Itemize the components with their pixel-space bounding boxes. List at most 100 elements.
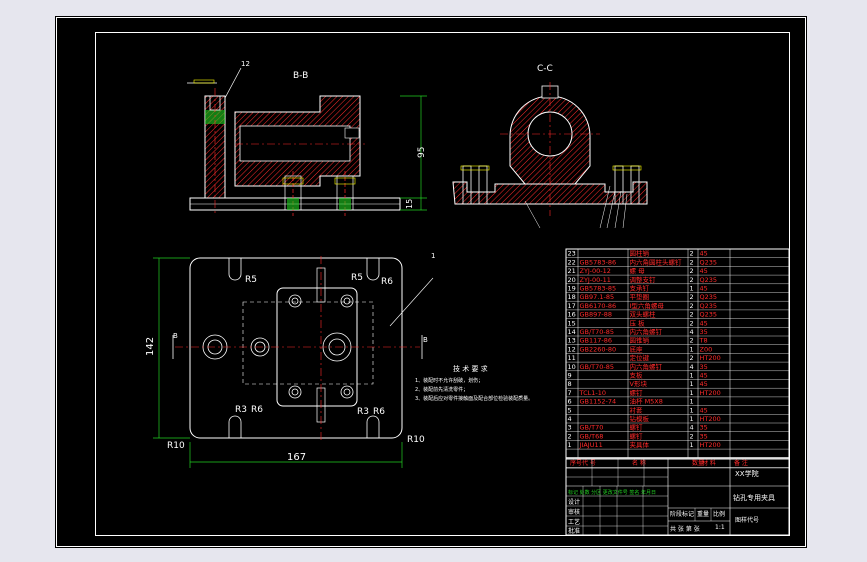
tb-drawing-title: 钻孔专用夹具 [733,493,775,502]
parts-cell-mat: 45 [700,372,708,380]
parts-header-qty: 数量 [692,459,704,467]
parts-cell-qty: 1 [690,398,694,406]
parts-cell-name: 钻模板 [630,414,650,423]
parts-cell-code: GB1152-74 [580,398,617,406]
tech-req-line-2: 2、装配前先清洗零件； [415,386,468,393]
r6-br: R6 [373,407,385,417]
parts-cell-name: V形块 [630,379,648,388]
section-c-label: C-C [537,64,553,74]
parts-cell-code: GB5783-85 [580,285,617,293]
parts-cell-qty: 1 [690,389,694,397]
parts-cell-code: GB6170-86 [580,302,617,310]
parts-cell-no: 1 [568,441,572,449]
section-b-view: B-B 12 [187,60,427,216]
parts-cell-no: 10 [568,363,576,371]
parts-cell-no: 2 [568,432,572,440]
parts-cell-mat: 45 [700,380,708,388]
tech-req-line-3: 3、装配后应对零件接触面及配合部位检验装配质量。 [415,395,533,402]
parts-cell-name: 夹具体 [630,440,650,449]
parts-cell-qty: 2 [690,354,694,362]
parts-cell-name: 油杯 M5X8 [630,397,663,406]
tb-approve: 批准 [568,527,580,535]
parts-cell-no: 17 [568,302,576,310]
parts-cell-code: GB97.1-85 [580,293,615,301]
parts-cell-no: 12 [568,345,576,353]
tb-drawing-no: 图样代号 [735,516,759,524]
parts-cell-mat: 45 [700,267,708,275]
parts-cell-mat: HT200 [700,441,721,449]
parts-cell-name: 压 板 [630,318,646,327]
leader-12-label: 12 [241,60,250,68]
tb-checker: 审核 [568,508,580,516]
parts-cell-qty: 1 [690,441,694,449]
plan-outline [189,257,403,439]
parts-cell-qty: 2 [690,432,694,440]
parts-header-no: 序号 [570,459,582,467]
parts-cell-mat: 45 [700,406,708,414]
parts-cell-qty: 2 [690,258,694,266]
parts-cell-name: 平垫圈 [630,292,650,301]
parts-cell-no: 8 [568,380,572,388]
parts-cell-code: GB5783-86 [580,258,617,266]
parts-cell-mat: HT200 [700,389,721,397]
tech-req-title: 技 术 要 求 [453,364,488,373]
parts-cell-name: 底座 [630,344,644,353]
parts-cell-code: TCL1-10 [579,389,607,397]
parts-header-name: 名 称 [632,459,646,467]
parts-cell-name: 支承钉 [630,284,650,293]
parts-cell-name: 支板 [630,371,644,380]
title-block: 标记 处数 分区 更改文件号 签名 年月日 设计 审核 工艺 批准 阶段标记 重… [565,458,790,536]
r5-tr: R5 [351,273,363,283]
parts-cell-code: GB117-86 [580,337,613,345]
parts-cell-qty: 4 [690,363,694,371]
parts-cell-qty: 1 [690,285,694,293]
parts-cell-mat: 45 [700,250,708,258]
parts-cell-name: 螺 母 [630,266,646,275]
parts-cell-name: 螺钉 [630,388,644,397]
parts-cell-name: 螺钉 [630,431,644,440]
parts-cell-qty: 2 [690,293,694,301]
parts-cell-no: 5 [568,406,572,414]
inner-frame [95,32,790,536]
tb-sheet-info: 共 张 第 张 [670,525,700,533]
parts-cell-mat: 45 [700,319,708,327]
parts-cell-no: 15 [568,319,576,327]
parts-cell-no: 6 [568,398,572,406]
parts-cell-no: 20 [568,276,576,284]
r5-tl: R5 [245,275,257,285]
parts-cell-no: 21 [568,267,576,275]
parts-cell-mat: HT200 [700,354,721,362]
parts-cell-no: 16 [568,311,576,319]
dim-167: 167 [287,452,306,463]
r6-tr: R6 [381,277,393,287]
drawing-sheet: B-B 12 [55,16,807,548]
r10-left: R10 [167,441,185,451]
parts-cell-no: 9 [568,372,572,380]
section-c-view: C-C [452,64,648,229]
parts-cell-code: GB2260-80 [580,345,617,353]
parts-cell-mat: T8 [699,337,708,345]
parts-cell-code: GB897-88 [580,311,613,319]
parts-cell-mat: Q235 [700,276,718,284]
parts-cell-no: 7 [568,389,572,397]
tb-designer: 设计 [568,498,580,506]
r6-bl: R6 [251,405,263,415]
tb-weight: 重量 [697,510,709,518]
parts-header-mat: 材 料 [702,459,716,467]
b-left-label: B [173,332,178,340]
parts-cell-qty: 1 [690,372,694,380]
parts-cell-mat: Q235 [700,293,718,301]
parts-cell-qty: 2 [690,302,694,310]
parts-cell-qty: 1 [690,345,694,353]
parts-cell-qty: 4 [690,424,694,432]
parts-header-note: 备 注 [734,459,748,467]
parts-cell-name: 调整支钉 [630,275,657,284]
parts-cell-qty: 2 [690,276,694,284]
section-b-label: B-B [293,71,308,81]
tb-marks-row: 标记 处数 分区 更改文件号 签名 年月日 [568,489,656,496]
plan-view: 1 B B R5 R5 R6 R3 R6 R3 R6 R10 R10 142 1… [145,252,435,468]
parts-cell-no: 22 [568,258,576,266]
parts-cell-qty: 2 [690,311,694,319]
parts-cell-qty: 4 [690,328,694,336]
